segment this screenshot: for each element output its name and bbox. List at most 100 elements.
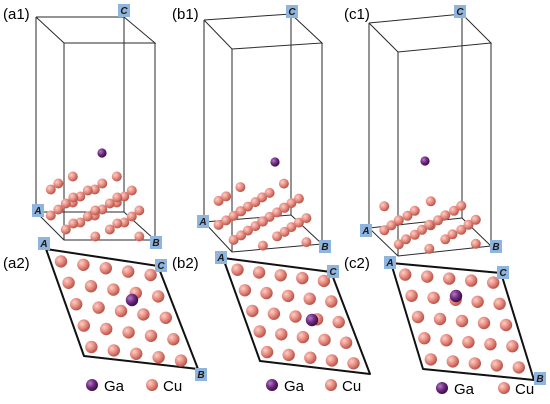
svg-text:B: B bbox=[536, 374, 543, 385]
c2-cu-atom-17 bbox=[477, 316, 491, 330]
a1-ga-atom bbox=[97, 148, 107, 158]
a2-cu-atom-3 bbox=[77, 319, 91, 332]
b2-cu-atom-24 bbox=[347, 357, 360, 370]
b1-cu-atom-5 bbox=[272, 231, 283, 242]
axis-tag-c-a1: C bbox=[118, 4, 130, 17]
b1-cu-atom-7 bbox=[301, 237, 312, 248]
legend-ga-swatch-b2 bbox=[266, 379, 278, 391]
c2-cu-atom-9 bbox=[446, 355, 459, 368]
atoms-a2 bbox=[54, 255, 188, 367]
axis-tag-c-c1: C bbox=[454, 5, 466, 18]
c2-cu-atom-24 bbox=[512, 361, 525, 374]
a1-cu-atom-21 bbox=[104, 198, 115, 209]
b2-cu-atom-4 bbox=[260, 345, 274, 359]
a2-cu-atom-9 bbox=[107, 344, 121, 357]
panel-c2: (c2) A C B Ga Cu bbox=[344, 255, 546, 398]
svg-text:A: A bbox=[385, 258, 393, 269]
cell-outline-b2 bbox=[222, 257, 371, 375]
b2-cu-atom-0 bbox=[231, 263, 244, 276]
a2-cu-atom-17 bbox=[137, 308, 150, 321]
axis-tag-a-b2: A bbox=[215, 251, 227, 264]
c1-cu-atom-16 bbox=[379, 201, 390, 212]
b2-cu-atom-20 bbox=[317, 274, 331, 288]
c1-cu-atom-18 bbox=[409, 205, 420, 216]
a1-cu-atom-8 bbox=[53, 204, 64, 215]
panel-b2: (b2) A C Ga Cu bbox=[172, 251, 371, 395]
b1-cu-atom-28 bbox=[264, 187, 275, 198]
legend-b2: Ga Cu bbox=[266, 378, 361, 395]
axis-tag-b-a1: B bbox=[150, 236, 162, 249]
a2-cu-atom-1 bbox=[62, 276, 75, 289]
a1-cu-atom-3 bbox=[90, 231, 101, 242]
b1-cu-atom-16 bbox=[213, 195, 224, 206]
svg-text:C: C bbox=[157, 261, 165, 272]
c1-cu-atom-12 bbox=[433, 215, 443, 226]
b1-cu-atom-23 bbox=[301, 213, 312, 224]
c2-cu-atom-0 bbox=[399, 268, 412, 281]
svg-text:B: B bbox=[492, 242, 499, 253]
a2-cu-atom-12 bbox=[114, 304, 128, 318]
b1-cu-atom-19 bbox=[257, 216, 268, 227]
b2-cu-atom-5 bbox=[252, 266, 266, 279]
c2-ga-atom bbox=[449, 289, 463, 303]
b1-cu-atom-1 bbox=[228, 234, 239, 245]
legend-ga-b2: Ga bbox=[284, 378, 305, 395]
legend-cu-c2: Cu bbox=[515, 381, 534, 398]
c2-cu-atom-6 bbox=[427, 291, 440, 304]
b1-cu-atom-30 bbox=[278, 178, 289, 189]
atoms-c1 bbox=[379, 156, 481, 254]
a1-cu-atom-30 bbox=[111, 171, 122, 182]
b1-cu-atom-27 bbox=[250, 197, 261, 208]
legend-cu-a2: Cu bbox=[163, 378, 182, 395]
c1-cu-atom-8 bbox=[386, 220, 397, 231]
svg-text:C: C bbox=[499, 268, 507, 279]
c1-cu-atom-3 bbox=[424, 243, 435, 254]
a2-cu-atom-23 bbox=[167, 333, 180, 346]
b1-cu-atom-31 bbox=[293, 193, 304, 204]
b1-cu-atom-25 bbox=[236, 206, 247, 217]
c1-cu-atom-2 bbox=[409, 229, 420, 240]
c1-cu-atom-15 bbox=[463, 219, 474, 230]
a1-cu-atom-23 bbox=[134, 205, 145, 216]
a2-cu-atom-5 bbox=[77, 258, 90, 271]
a2-cu-atom-22 bbox=[159, 311, 172, 324]
a2-cu-atom-7 bbox=[92, 301, 105, 314]
b2-cu-atom-11 bbox=[281, 289, 295, 303]
a2-cu-atom-21 bbox=[152, 290, 165, 303]
svg-text:A: A bbox=[361, 226, 369, 237]
c1-cu-atom-22 bbox=[456, 200, 467, 211]
c2-cu-atom-10 bbox=[443, 272, 456, 285]
a1-cu-atom-9 bbox=[68, 218, 79, 229]
c1-cu-atom-6 bbox=[456, 224, 467, 235]
a2-cu-atom-0 bbox=[54, 255, 68, 268]
b2-cu-atom-8 bbox=[275, 328, 288, 341]
b1-cu-atom-17 bbox=[228, 210, 239, 221]
a1-cu-atom-11 bbox=[82, 211, 93, 222]
axis-tag-a-c1: A bbox=[360, 224, 372, 237]
a2-cu-atom-4 bbox=[85, 340, 98, 354]
c1-cu-atom-20 bbox=[425, 196, 436, 207]
c1-ga-atom bbox=[420, 156, 430, 166]
svg-text:C: C bbox=[456, 7, 464, 18]
axis-tag-b-c2: B bbox=[534, 372, 546, 385]
axis-tag-c-b2: C bbox=[327, 265, 339, 278]
c2-cu-atom-15 bbox=[465, 274, 478, 287]
svg-text:C: C bbox=[329, 267, 337, 278]
panel-c1: (c1) C A B bbox=[344, 5, 502, 257]
b2-cu-atom-19 bbox=[325, 354, 339, 367]
b1-cu-atom-8 bbox=[221, 215, 232, 226]
c2-cu-atom-8 bbox=[440, 334, 453, 347]
c2-cu-atom-19 bbox=[490, 359, 503, 372]
svg-text:A: A bbox=[39, 239, 47, 250]
b1-cu-atom-29 bbox=[279, 202, 290, 213]
svg-text:C: C bbox=[288, 7, 296, 18]
b2-cu-atom-3 bbox=[253, 325, 266, 338]
b2-cu-atom-12 bbox=[289, 310, 302, 323]
axis-tag-a-a1: A bbox=[32, 204, 44, 217]
a1-cu-atom-0 bbox=[45, 210, 56, 221]
b2-cu-atom-1 bbox=[238, 284, 252, 297]
a1-cu-atom-24 bbox=[53, 178, 64, 189]
b2-cu-atom-23 bbox=[339, 336, 353, 349]
panel-label-a2: (a2) bbox=[3, 255, 30, 272]
b2-cu-atom-9 bbox=[282, 348, 295, 362]
